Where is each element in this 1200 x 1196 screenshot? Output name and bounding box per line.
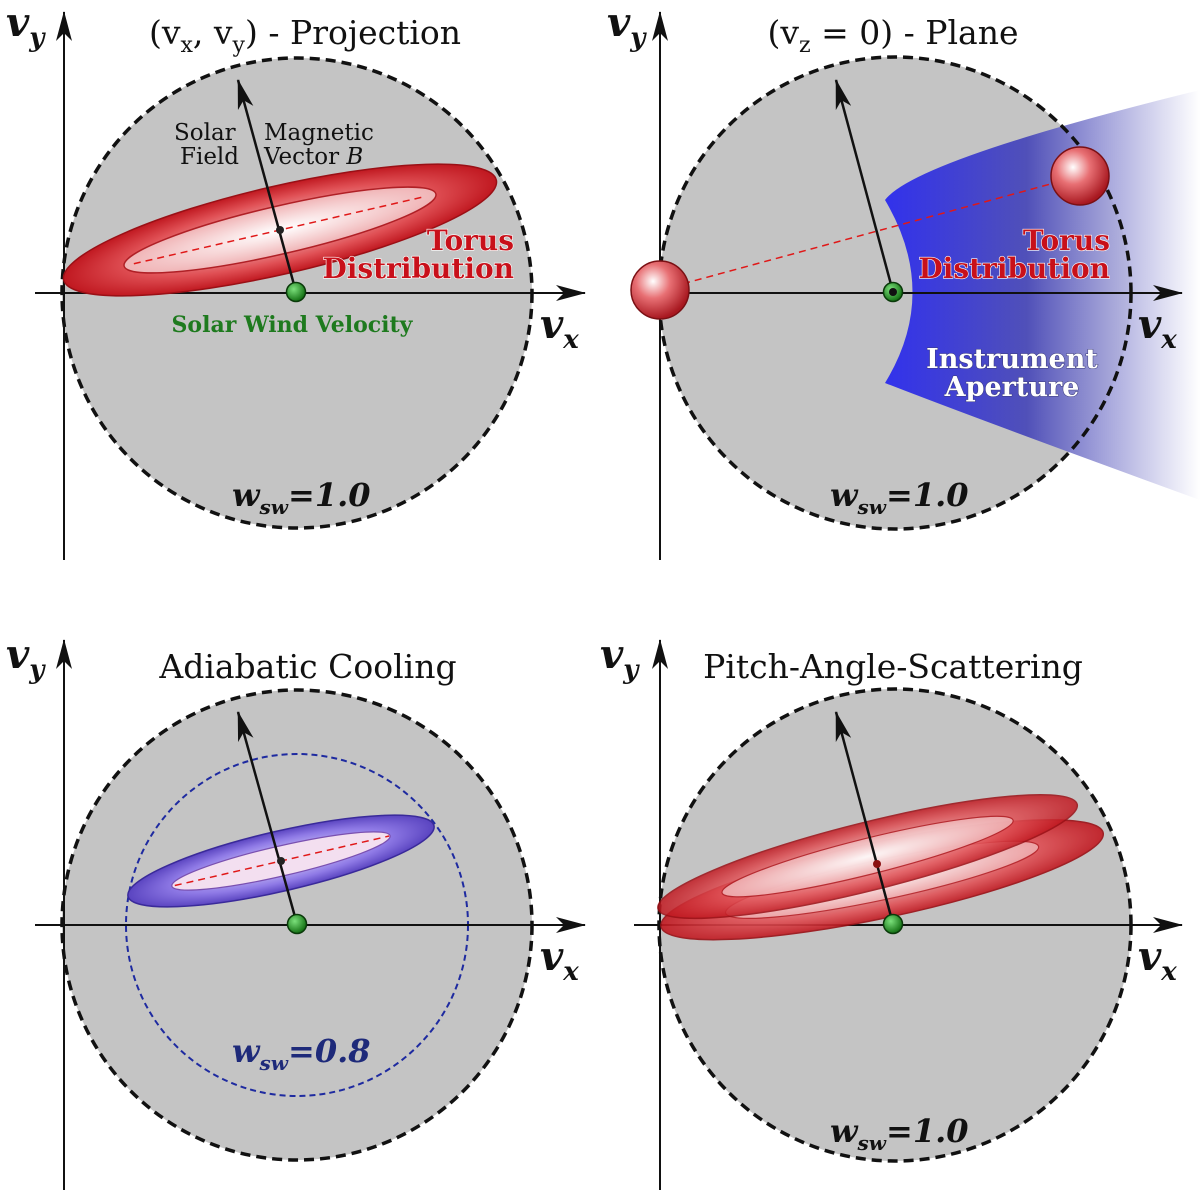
wsw-label: wsw=1.0 (830, 476, 969, 519)
vx-axis-label: vx (540, 301, 579, 355)
torus-center-dot (276, 226, 284, 234)
solar-wind-velocity-dot (285, 281, 307, 303)
panel-plane: vy vx (vz = 0) - Plane Torus Distributio… (607, 0, 1200, 560)
torus-center-dot (277, 857, 285, 865)
torus-center-dot (873, 860, 881, 868)
wsw-label: wsw=1.0 (830, 1112, 969, 1155)
panel-adiabatic-cooling: vy vx Adiabatic Cooling wsw=0.8 (6, 631, 586, 1190)
torus-label-line1: Torus (427, 224, 514, 257)
magnetic-label-line2: Vector B (263, 144, 363, 170)
magnetic-label-line1: Magnetic (264, 120, 374, 146)
vx-axis-label: vx (1138, 301, 1177, 355)
solar-label-line1: Solar (174, 120, 236, 146)
panel-title: (vx, vy) - Projection (149, 13, 461, 58)
magnetic-field-vector (834, 711, 895, 925)
torus-cross-section-left (630, 260, 690, 320)
aperture-label-line2: Aperture (944, 372, 1080, 403)
torus-label-line2: Distribution (918, 252, 1110, 285)
panel-title: Pitch-Angle-Scattering (703, 647, 1083, 686)
magnetic-field-vector (236, 711, 299, 925)
torus-label-line2: Distribution (322, 252, 514, 285)
solar-wind-velocity-dot (286, 913, 308, 935)
solar-wind-velocity-center (889, 288, 897, 296)
torus-cross-section-right (1050, 146, 1110, 206)
panel-pitch-angle-scattering: vy vx Pitch-Angle-Scattering wsw=1.0 (600, 631, 1183, 1190)
vy-axis-label: vy (600, 631, 640, 685)
wsw-label: wsw=1.0 (232, 476, 371, 519)
vx-axis-label: vx (1138, 933, 1177, 987)
wsw-label: wsw=0.8 (232, 1032, 371, 1075)
aperture-label-line1: Instrument (926, 344, 1098, 375)
panel-title: (vz = 0) - Plane (768, 13, 1019, 58)
vy-axis-label: vy (6, 0, 46, 53)
panel-title: Adiabatic Cooling (158, 647, 456, 686)
magnetic-field-vector (834, 79, 895, 293)
torus-inner-hole (721, 815, 1014, 898)
solar-label-line2: Field (180, 144, 239, 170)
scattered-torus-upper (657, 793, 1079, 920)
magnetic-field-vector (236, 79, 298, 293)
solar-wind-velocity-dot (882, 913, 904, 935)
vx-axis-label: vx (540, 933, 579, 987)
torus-label-line1: Torus (1023, 224, 1110, 257)
vy-axis-label: vy (607, 0, 647, 53)
torus-axis-line (659, 175, 1081, 291)
instrument-aperture (885, 90, 1200, 500)
solar-wind-velocity-label: Solar Wind Velocity (172, 312, 414, 338)
vy-axis-label: vy (6, 631, 46, 685)
panel-projection: vy vx (vx, vy) - Projection Solar Field … (6, 0, 586, 560)
